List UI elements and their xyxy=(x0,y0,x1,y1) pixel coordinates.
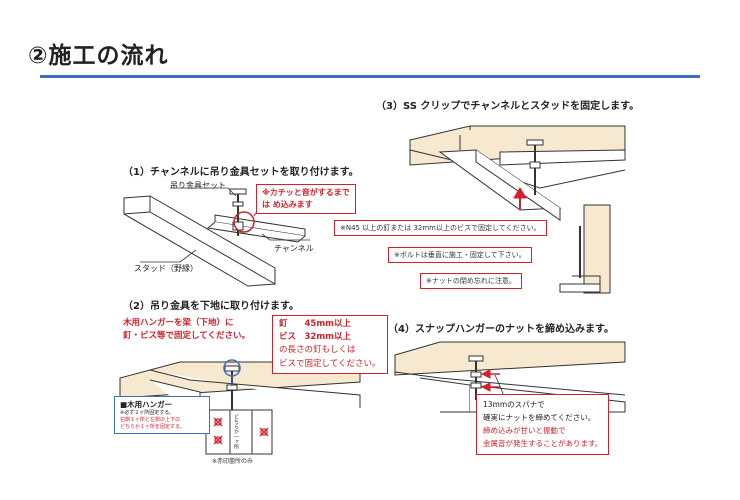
note-bolt: ※ボルトは垂直に施工・固定して下さい。 xyxy=(388,247,532,263)
step3-arrow xyxy=(513,187,527,210)
step1-heading: （1）チャンネルに吊り金具セットを取り付けます。 xyxy=(123,167,359,178)
wood-hanger-line1: ※必ず２ヶ所固定する。 xyxy=(120,410,175,417)
snap-in-line2: は め込みます xyxy=(262,200,313,209)
note-nut: ※ナットの閉め忘れに注意。 xyxy=(420,273,522,289)
label-channel: チャンネル xyxy=(274,244,314,253)
nut-line1: 13mmのスパナで xyxy=(483,400,545,409)
nut-tighten-box: 13mmのスパナで 確実にナットを締めてください。 締め込みが甘いと振動で 金属… xyxy=(476,394,610,455)
step3-heading: （3）SS クリップでチャンネルとスタッドを固定します。 xyxy=(376,101,640,112)
nut-line2: 確実にナットを締めてください。 xyxy=(483,413,596,423)
wood-fix-line1: 木用ハンガーを梁（下地）に xyxy=(123,318,234,328)
wood-fix-line2: 釘・ビス等で固定してください。 xyxy=(123,331,250,342)
label-hanger-set: 吊り金具セット xyxy=(170,181,226,190)
snap-in-callout: ※カチッと音がするまで は め込みます xyxy=(256,184,356,214)
nut-line4: 金属音が発生することがあります。 xyxy=(483,439,603,449)
wood-fix-note: 木用ハンガーを梁（下地）に 釘・ビス等で固定してください。 xyxy=(123,317,250,343)
wood-hanger-box: ■木用ハンガー ※必ず２ヶ所固定する。 右側１ヶ所と左側の上下の どちらか１ヶ所… xyxy=(114,396,210,435)
step1-highlight-circle xyxy=(233,211,255,233)
fastener-spec-box: 釘 45mm以上 ビス 32mm以上 の長さの釘もしくは ビスで固定してください… xyxy=(272,315,388,374)
snap-in-line1: ※カチッと音がするまで xyxy=(262,188,350,197)
fixture-side-label: どちらか一ヶ所 xyxy=(233,414,239,449)
fixture-caption: ※赤印箇所のみ xyxy=(212,458,254,465)
spec-line4: ビスで固定してください。 xyxy=(279,358,381,369)
step2-heading: （2）吊り金具を下地に取り付けます。 xyxy=(123,301,299,312)
wood-hanger-line3: どちらか１ヶ所を固定する。 xyxy=(120,423,186,430)
page-title: ②施工の流れ xyxy=(28,43,169,69)
step4-arrows xyxy=(480,369,500,392)
step1-illustration xyxy=(123,187,310,287)
spec-screw: ビス 32mm以上 xyxy=(279,332,352,343)
spec-nail: 釘 45mm以上 xyxy=(279,319,352,329)
step4-heading: （4）スナップハンガーのナットを締め込みます。 xyxy=(388,324,614,335)
spec-line3: の長さの釘もしくは xyxy=(279,345,356,356)
title-underline xyxy=(40,75,700,78)
label-stud: スタッド（野縁） xyxy=(134,264,198,273)
step3-illustration xyxy=(409,125,626,294)
wood-hanger-title: ■木用ハンガー xyxy=(120,400,173,409)
wood-hanger-line2: 右側１ヶ所と左側の上下の xyxy=(120,416,181,423)
fixture-marks xyxy=(213,417,269,445)
note-n45: ※N45 以上の釘または 32mm以上のビスで固定してください。 xyxy=(334,220,547,236)
nut-line3: 締め込みが甘いと振動で xyxy=(483,426,566,436)
